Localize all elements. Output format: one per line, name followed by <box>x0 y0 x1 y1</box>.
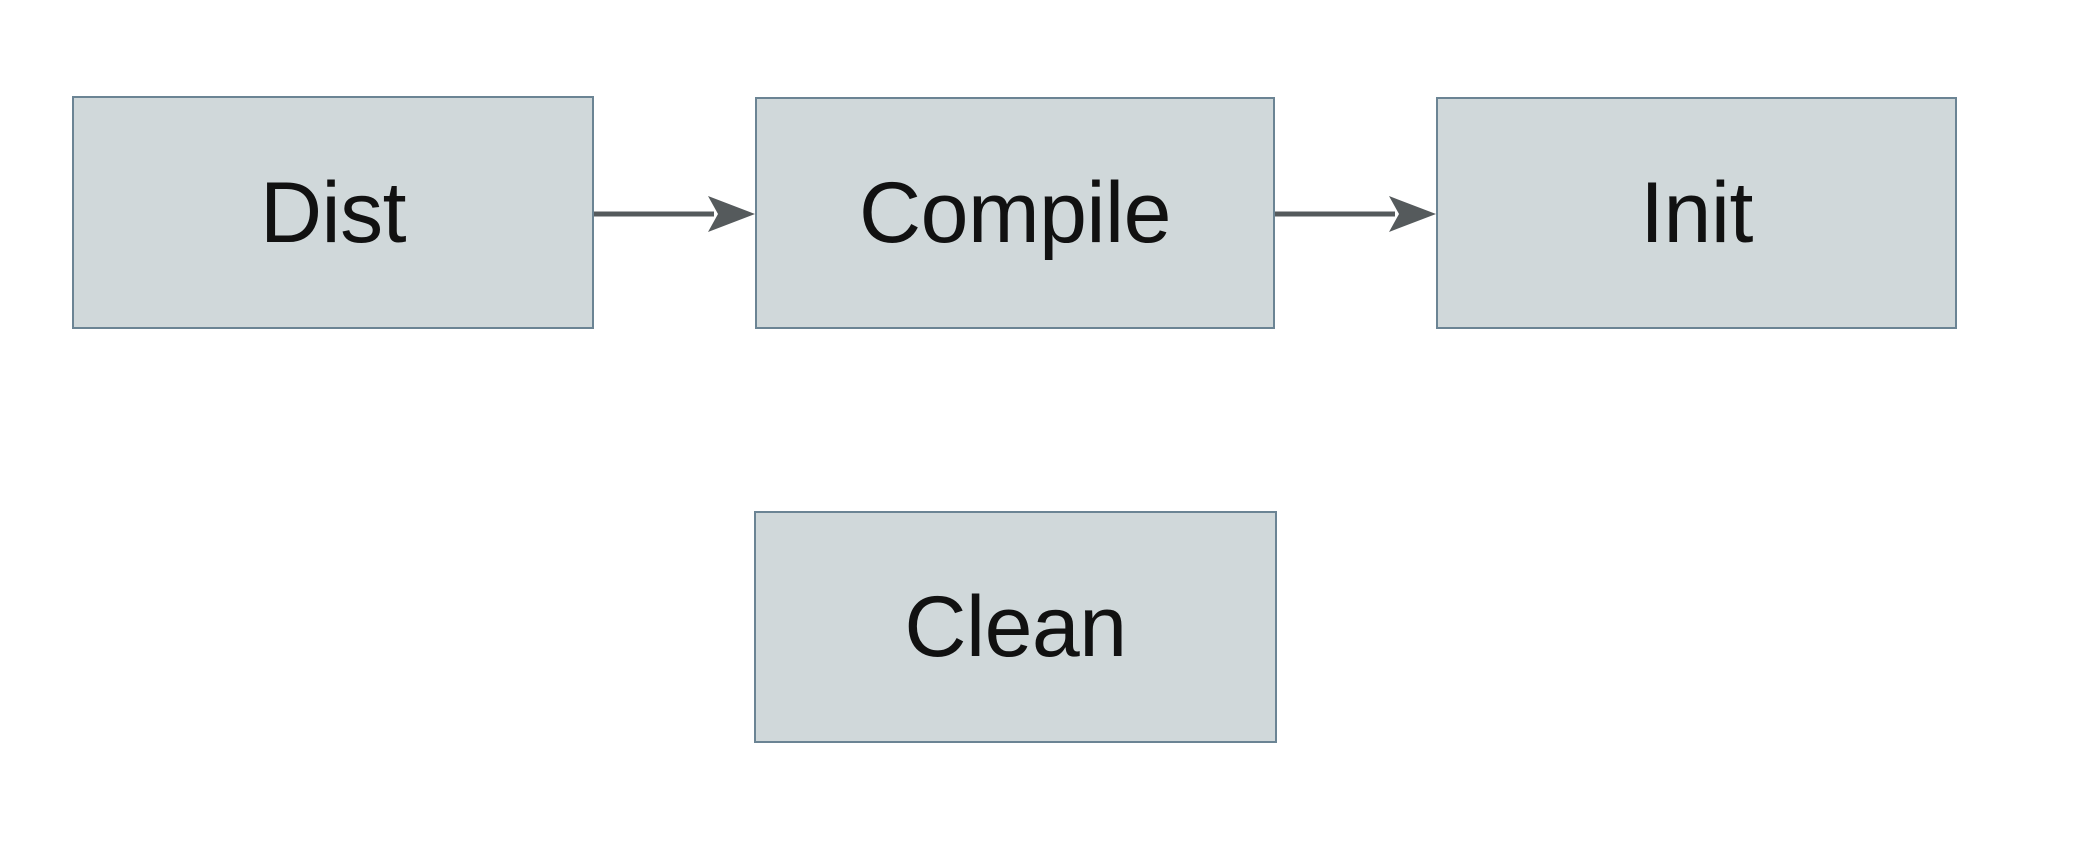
edge-compile-to-init-arrow <box>1275 196 1436 232</box>
arrowhead-icon <box>708 196 755 232</box>
node-init-label: Init <box>1640 165 1753 261</box>
node-clean-label: Clean <box>904 579 1127 675</box>
arrowhead-icon <box>1389 196 1436 232</box>
node-dist[interactable]: Dist <box>72 96 594 329</box>
node-compile-label: Compile <box>859 165 1171 261</box>
node-init[interactable]: Init <box>1436 97 1957 329</box>
edge-dist-to-compile-arrow <box>594 196 755 232</box>
edge-compile-to-init[interactable] <box>1275 190 1436 238</box>
node-dist-label: Dist <box>259 164 407 261</box>
edge-dist-to-compile[interactable] <box>594 190 755 238</box>
node-clean[interactable]: Clean <box>754 511 1277 743</box>
node-compile[interactable]: Compile <box>755 97 1275 329</box>
